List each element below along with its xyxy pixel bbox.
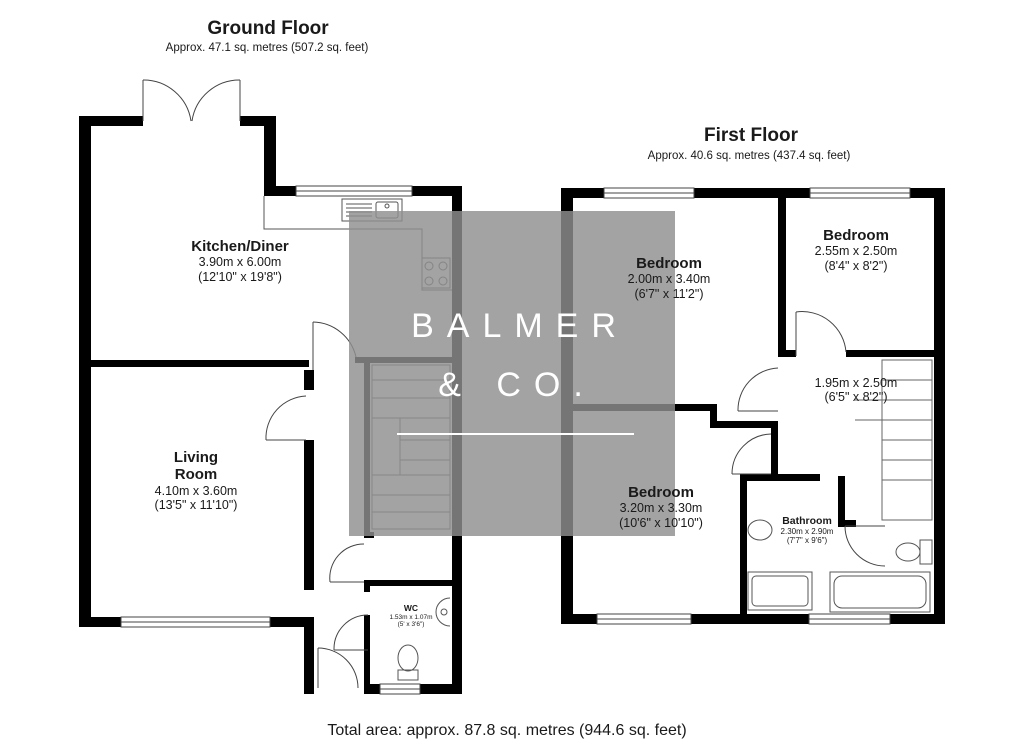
- room-dimension-metric: 1.95m x 2.50m: [814, 376, 898, 390]
- room-dimension-imperial: (12'10" x 19'8"): [198, 269, 282, 284]
- room-bedroom-2: Bedroom 2.55m x 2.50m (8'4" x 8'2"): [815, 227, 898, 273]
- room-kitchen-diner: Kitchen/Diner 3.90m x 6.00m (12'10" x 19…: [191, 238, 289, 284]
- room-dimension-metric: 2.00m x 3.40m: [627, 272, 711, 287]
- room-dimension-metric: 2.30m x 2.90m: [780, 527, 834, 537]
- room-bathroom: Bathroom 2.30m x 2.90m (7'7" x 9'6"): [781, 515, 834, 545]
- room-dimension-metric: 3.90m x 6.00m: [198, 255, 282, 270]
- french-doors: [142, 79, 241, 122]
- room-landing: 1.95m x 2.50m (6'5" x 8'2"): [815, 376, 898, 405]
- room-dimension-metric: 2.55m x 2.50m: [814, 244, 898, 259]
- room-dimension-metric: 3.20m x 3.30m: [619, 501, 703, 516]
- room-dimension-imperial: (6'5" x 8'2"): [824, 390, 888, 405]
- room-dimension-imperial: (7'7" x 9'6"): [786, 536, 828, 546]
- bathroom-fixtures: [747, 519, 933, 613]
- room-dimension-imperial: (5' x 3'6"): [397, 621, 425, 629]
- room-name: Bathroom: [782, 515, 832, 527]
- room-name: WC: [403, 603, 419, 613]
- room-name: Kitchen/Diner: [191, 238, 289, 255]
- room-wc: WC 1.53m x 1.07m (5' x 3'6"): [389, 603, 433, 629]
- room-bedroom-3: Bedroom 3.20m x 3.30m (10'6" x 10'10"): [619, 484, 703, 530]
- room-name: Bedroom: [636, 255, 702, 272]
- room-bedroom-1: Bedroom 2.00m x 3.40m (6'7" x 11'2"): [628, 255, 711, 301]
- first-floor-windows: [596, 187, 911, 625]
- room-dimension-metric: 1.53m x 1.07m: [389, 613, 433, 621]
- room-dimension-metric: 4.10m x 3.60m: [154, 483, 238, 498]
- watermark-brand: BALMER: [411, 307, 629, 345]
- ground-floor-area: Approx. 47.1 sq. metres (507.2 sq. feet): [165, 42, 369, 54]
- room-dimension-imperial: (8'4" x 8'2"): [824, 258, 888, 273]
- room-name: Bedroom: [823, 227, 889, 244]
- total-area: Total area: approx. 87.8 sq. metres (944…: [327, 722, 687, 739]
- room-name-line2: Room: [174, 466, 218, 484]
- ground-floor-windows: [120, 185, 421, 695]
- room-dimension-imperial: (10'6" x 10'10"): [619, 515, 703, 530]
- first-floor-area: Approx. 40.6 sq. metres (437.4 sq. feet): [647, 150, 851, 162]
- watermark-panel: [349, 211, 675, 536]
- first-floor-title: First Floor: [704, 125, 798, 146]
- room-name: Bedroom: [628, 484, 694, 501]
- wc-fixtures: [397, 597, 451, 681]
- ground-floor-title: Ground Floor: [207, 18, 329, 39]
- room-name-line1: Living: [173, 449, 219, 466]
- room-living-room: Living Room 4.10m x 3.60m (13'5" x 11'10…: [155, 449, 238, 512]
- first-floor-stairs: [855, 359, 933, 521]
- room-dimension-imperial: (13'5" x 11'10"): [154, 497, 238, 512]
- watermark-brand-suffix: & CO.: [438, 366, 596, 404]
- room-dimension-imperial: (6'7" x 11'2"): [634, 286, 704, 301]
- first-floor-doors: [731, 311, 886, 567]
- ground-floor-doors: [265, 321, 369, 689]
